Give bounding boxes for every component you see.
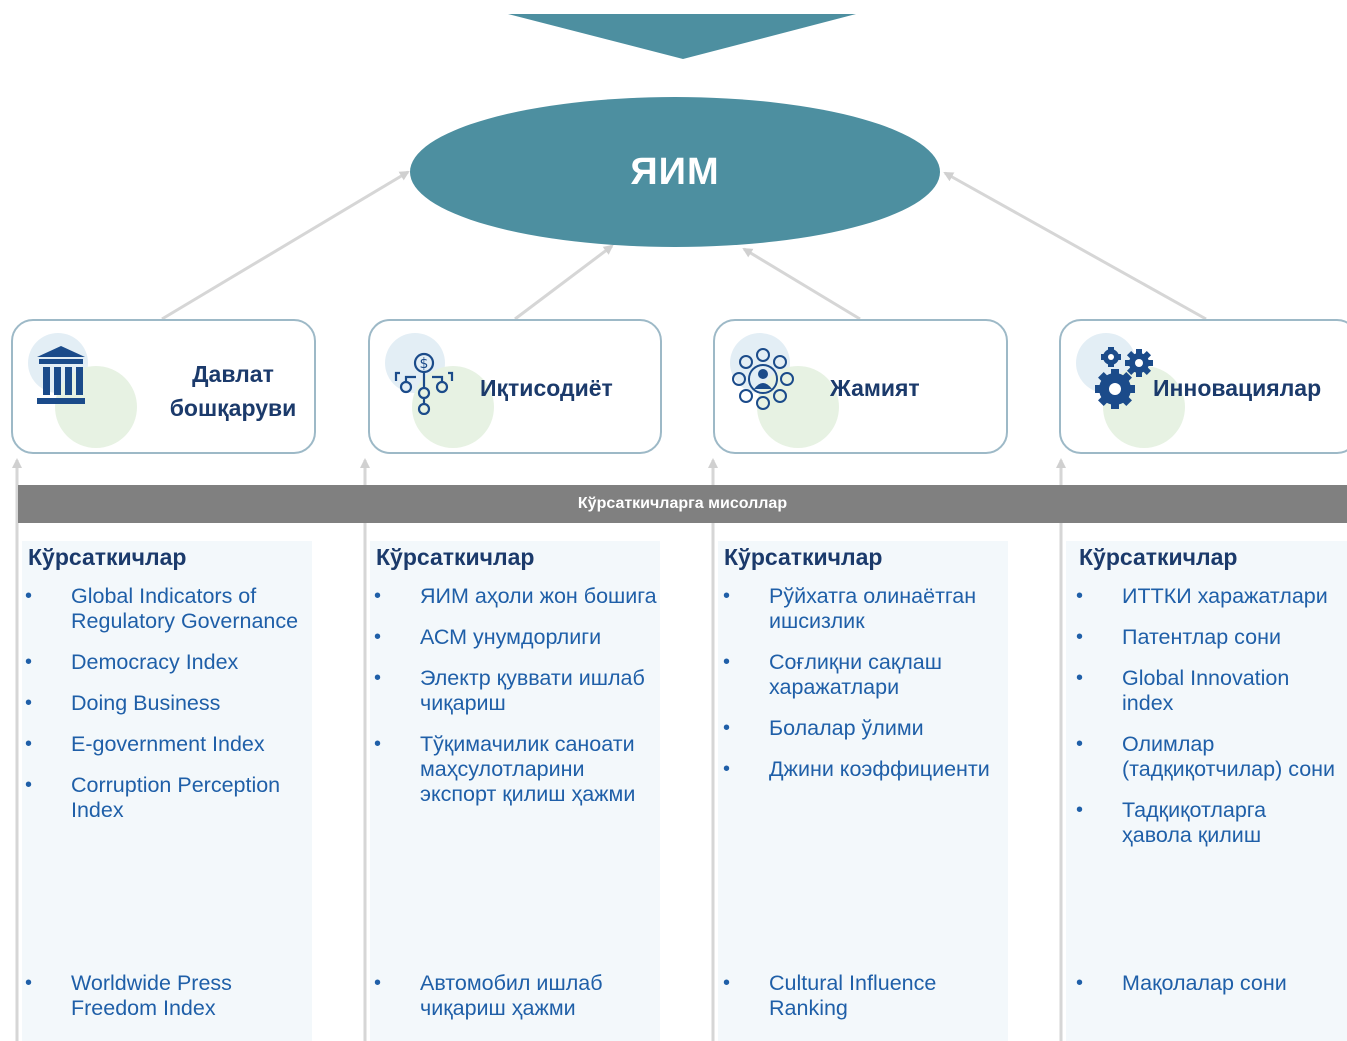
- chevron-arrow: [508, 14, 856, 59]
- category-box-government: Давлат бошқаруви: [11, 319, 316, 454]
- list-item: E-government Index: [25, 732, 315, 757]
- category-label-government: Давлат бошқаруви: [169, 361, 297, 421]
- list-item: Соғлиқни сақлаш харажатлари: [723, 650, 1015, 700]
- list-item: Автомобил ишлаб чиқариш ҳажми: [374, 971, 664, 1021]
- category-box-innovation: Инновациялар: [1059, 319, 1347, 454]
- category-label-society: Жамият: [830, 375, 920, 401]
- root-label: ЯИМ: [630, 150, 720, 193]
- list-item: Болалар ўлими: [723, 716, 1015, 741]
- list-item: Тўқимачилик саноати маҳсулотларини экспо…: [374, 732, 664, 807]
- category-box-society: Жамият: [713, 319, 1008, 454]
- column-heading: Кўрсаткичлар: [724, 544, 883, 570]
- category-box-economy: $ Иқтисодиёт: [368, 319, 662, 454]
- indicator-tail-innovation: Мақолалар сони: [1076, 971, 1341, 996]
- list-item: Тадқиқотларга ҳавола қилиш: [1076, 798, 1341, 848]
- list-item: Corruption Perception Index: [25, 773, 315, 823]
- list-item: ЯИМ аҳоли жон бошига: [374, 584, 664, 609]
- government-building-icon: [37, 346, 85, 404]
- category-label-economy: Иқтисодиёт: [480, 375, 613, 401]
- list-item: Патентлар сони: [1076, 625, 1341, 650]
- arrow-govt-root: [161, 170, 410, 321]
- column-heading: Кўрсаткичлар: [1079, 544, 1238, 570]
- arrow-innov-root: [943, 171, 1207, 321]
- indicator-list-society: Рўйхатга олинаётган ишсизлик Соғлиқни са…: [723, 584, 1015, 798]
- list-item: Doing Business: [25, 691, 315, 716]
- indicator-list-innovation: ИТТКИ харажатлари Патентлар сони Global …: [1076, 584, 1341, 864]
- list-item: Worldwide Press Freedom Index: [25, 971, 315, 1021]
- people-network-icon: [732, 348, 794, 410]
- list-item: Cultural Influence Ranking: [723, 971, 1013, 1021]
- indicator-list-government: Global Indicators of Regulatory Governan…: [25, 584, 315, 839]
- list-item: Рўйхатга олинаётган ишсизлик: [723, 584, 1015, 634]
- category-label-innovation: Инновациялар: [1153, 375, 1322, 401]
- column-heading: Кўрсаткичлар: [28, 544, 187, 570]
- list-item: Олимлар (тадқиқотчилар) сони: [1076, 732, 1341, 782]
- indicator-list-economy: ЯИМ аҳоли жон бошига АСМ унумдорлиги Эле…: [374, 584, 664, 823]
- money-network-icon: $: [394, 352, 454, 415]
- list-item: АСМ унумдорлиги: [374, 625, 664, 650]
- arrow-society-root: [742, 247, 861, 321]
- list-item: Электр қуввати ишлаб чиқариш: [374, 666, 664, 716]
- root-node: ЯИМ: [410, 97, 940, 247]
- examples-band: Кўрсаткичларга мисоллар: [18, 485, 1347, 523]
- indicator-tail-society: Cultural Influence Ranking: [723, 971, 1013, 1021]
- indicator-tail-government: Worldwide Press Freedom Index: [25, 971, 315, 1021]
- list-item: Мақолалар сони: [1076, 971, 1341, 996]
- list-item: Global Innovation index: [1076, 666, 1341, 716]
- list-item: Джини коэффициенти: [723, 757, 1015, 782]
- list-item: Global Indicators of Regulatory Governan…: [25, 584, 315, 634]
- indicator-tail-economy: Автомобил ишлаб чиқариш ҳажми: [374, 971, 664, 1021]
- list-item: ИТТКИ харажатлари: [1076, 584, 1341, 609]
- column-heading: Кўрсаткичлар: [376, 544, 535, 570]
- gears-icon: [1095, 347, 1153, 409]
- svg-text:$: $: [420, 356, 429, 372]
- list-item: Democracy Index: [25, 650, 315, 675]
- arrow-econ-root: [514, 244, 614, 321]
